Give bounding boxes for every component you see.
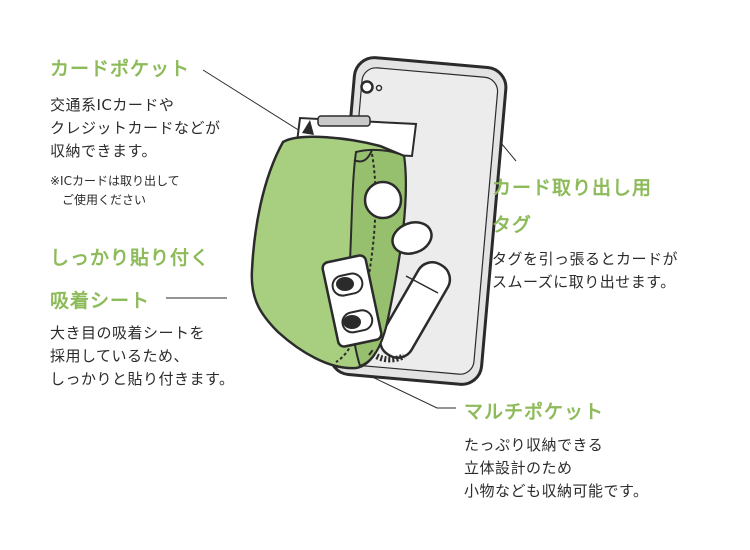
card-tag-title-line1: カード取り出し用 bbox=[492, 177, 653, 199]
adhesive-sheet-description: 大き目の吸着シートを 採用しているため、 しっかりと貼り付きます。 bbox=[50, 324, 235, 388]
coin-item bbox=[391, 221, 433, 255]
pill-pack bbox=[321, 254, 383, 348]
adhesive-sheet-title-line1: しっかり貼り付く bbox=[50, 247, 211, 269]
stick-item bbox=[378, 261, 452, 359]
card-tag-description: タグを引っ張るとカードが スムーズに取り出せます。 bbox=[492, 250, 679, 291]
card-pocket-description: 交通系ICカードや クレジットカードなどが 収納できます。 bbox=[50, 96, 221, 160]
multi-pocket-description: たっぷり収納できる 立体設計のため 小物なども収納可能です。 bbox=[464, 436, 649, 500]
multi-pocket-title: マルチポケット bbox=[464, 401, 605, 423]
pouch bbox=[250, 135, 433, 370]
card-pocket-note: ※ICカードは取り出して ご使用ください bbox=[50, 174, 180, 207]
camera-lens-icon bbox=[360, 80, 374, 94]
card-pull-tag bbox=[363, 180, 403, 220]
leader-line-card-pocket bbox=[202, 69, 301, 132]
card-pocket-title: カードポケット bbox=[50, 58, 191, 80]
card-tag-title-line2: タグ bbox=[492, 214, 533, 236]
adhesive-sheet-title-line2: 吸着シート bbox=[50, 290, 151, 312]
leader-line-multi-pocket bbox=[363, 372, 456, 409]
